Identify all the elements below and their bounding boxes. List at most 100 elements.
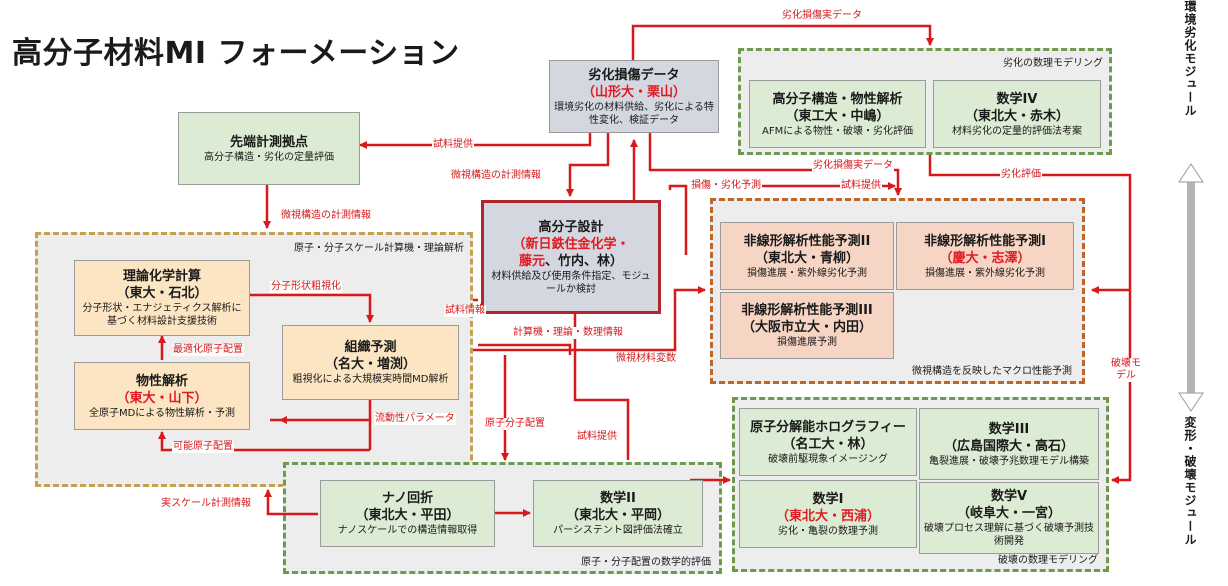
edge-sample-supply-2: 試料提供 <box>840 180 882 192</box>
nano-diffraction-box: ナノ回折 （東北大・平田） ナノスケールでの構造情報取得 <box>320 480 495 547</box>
deg-data-desc: 環境劣化の材料供給、劣化による特性変化、検証データ <box>554 101 714 126</box>
polymer-design-desc: 材料供給及び使用条件指定、モジュールか検討 <box>491 270 651 295</box>
page-title: 高分子材料MI フォーメーション <box>12 36 460 71</box>
polymer-design-title: 高分子設計 <box>538 219 604 235</box>
math4-org: （東北大・赤木） <box>964 108 1069 124</box>
edge-sample-supply-1: 試料提供 <box>432 139 474 151</box>
math1-desc: 劣化・亀裂の数理予測 <box>778 525 878 537</box>
nonlin2-org: （東北大・青柳） <box>754 250 859 266</box>
atomic-math-label: 原子・分子配置の数学的評価 <box>581 557 711 568</box>
math2-box: 数学II （東北大・平岡） パーシステント図評価法確立 <box>533 480 703 547</box>
edge-fracture-model: 破壊モデル <box>1106 358 1146 382</box>
property-org: （東大・山下） <box>116 390 208 406</box>
theory-chem-box: 理論化学計算 （東大・石北） 分子形状・エナジェティクス解析に基づく材料設計支援… <box>74 260 250 336</box>
macro-group-label: 微視構造を反映したマクロ性能予測 <box>912 366 1072 377</box>
edge-deg-eval: 劣化評価 <box>1000 169 1042 181</box>
edge-sample-supply-3: 試料提供 <box>576 431 618 443</box>
arrow-computing <box>478 343 572 355</box>
nonlin2-desc: 損傷進展・紫外線劣化予測 <box>747 267 867 279</box>
math1-box: 数学I （東北大・西浦） 劣化・亀裂の数理予測 <box>739 480 917 548</box>
nonlin1-title: 非線形解析性能予測I <box>924 233 1046 249</box>
nonlin2-title: 非線形解析性能予測II <box>743 233 871 249</box>
edge-molecular-cg: 分子形状粗視化 <box>270 281 342 293</box>
nonlin1-org: （慶大・志澤） <box>939 250 1031 266</box>
nonlin1-box: 非線形解析性能予測I （慶大・志澤） 損傷進展・紫外線劣化予測 <box>896 222 1074 290</box>
holography-box: 原子分解能ホログラフィー （名工大・林） 破壊前駆現象イメージング <box>739 408 917 476</box>
polymer-struct-desc: AFMによる物性・破壊・劣化評価 <box>762 125 913 137</box>
advanced-desc: 高分子構造・劣化の定量評価 <box>204 151 334 163</box>
edge-damage-pred: 損傷・劣化予測 <box>690 180 762 192</box>
polymer-design-org-rest: 、竹内、林） <box>545 253 624 269</box>
arrow-damage-pred-a <box>668 184 688 255</box>
edge-deg-real-data-top: 劣化損傷実データ <box>781 10 863 22</box>
polymer-design-box: 高分子設計 （新日鉄住金化学・ 藤元、竹内、林） 材料供給及び使用条件指定、モジ… <box>481 200 661 314</box>
arrow-sample-supply-3 <box>573 355 630 460</box>
nano-org: （東北大・平田） <box>355 508 460 523</box>
arrow-micro-measure-1 <box>566 133 610 197</box>
math3-org: （広島国際大・高石） <box>943 438 1074 454</box>
polymer-design-org-highlight: 藤元 <box>518 253 545 269</box>
math4-desc: 材料劣化の定量的評価法考案 <box>952 125 1082 137</box>
edge-atom-config: 原子分子配置 <box>484 418 546 430</box>
property-analysis-box: 物性解析 （東大・山下） 全原子MDによる物性解析・予測 <box>74 362 250 430</box>
edge-micro-params: 微視材料変数 <box>615 353 677 365</box>
side-label-top: 環境劣化モジュール <box>1183 0 1197 117</box>
fracture-modeling-label: 破壊の数理モデリング <box>998 555 1098 566</box>
arrow-deg-eval <box>928 155 1132 484</box>
structure-pred-org: （名大・増渕） <box>324 357 416 372</box>
nonlin1-desc: 損傷進展・紫外線劣化予測 <box>925 267 1045 279</box>
theory-chem-org: （東大・石北） <box>116 286 208 301</box>
polymer-design-org-line1: （新日鉄住金化学・ <box>512 236 630 252</box>
advanced-measurement-box: 先端計測拠点 高分子構造・劣化の定量評価 <box>178 112 360 185</box>
holography-desc: 破壊前駆現象イメージング <box>768 453 888 465</box>
edge-real-scale: 実スケール計測情報 <box>160 498 252 510</box>
side-double-arrow <box>1178 163 1204 412</box>
math1-org: （東北大・西浦） <box>775 508 880 524</box>
math5-box: 数学V （岐阜大・一宮） 破壊プロセス理解に基づく破壊予測技術開発 <box>919 482 1099 554</box>
math4-title: 数学IV <box>996 91 1038 107</box>
edge-computing: 計算機・理論・数理情報 <box>512 327 624 339</box>
edge-sample-info: 試料情報 <box>444 305 486 317</box>
arrow-sample-supply-1 <box>359 133 592 149</box>
side-label-bottom: 変形・破壊モジュール <box>1183 416 1197 546</box>
structure-pred-box: 組織予測 （名大・増渕） 粗視化による大規模実時間MD解析 <box>282 325 459 400</box>
holography-title: 原子分解能ホログラフィー <box>750 419 906 435</box>
nano-title: ナノ回折 <box>381 491 434 506</box>
property-title: 物性解析 <box>135 373 188 389</box>
nonlin3-desc: 損傷進展予測 <box>777 337 837 348</box>
edge-possible-config: 可能原子配置 <box>172 441 234 453</box>
math5-org: （岐阜大・一宮） <box>956 506 1061 521</box>
arrow-real-scale <box>264 489 318 516</box>
math3-title: 数学III <box>988 421 1030 437</box>
polymer-design-org-line2: 藤元、竹内、林） <box>519 253 623 270</box>
nonlin3-box: 非線形解析性能予測III （大阪市立大・内田） 損傷進展予測 <box>720 292 894 359</box>
math3-desc: 亀裂進展・破壊予兆数理モデル構築 <box>929 455 1089 467</box>
theory-chem-title: 理論化学計算 <box>122 269 201 284</box>
math1-title: 数学I <box>812 491 844 507</box>
property-desc: 全原子MDによる物性解析・予測 <box>88 407 236 419</box>
theory-chem-desc: 分子形状・エナジェティクス解析に基づく材料設計支援技術 <box>82 303 242 327</box>
arrow-molecular-cg <box>250 293 374 323</box>
arrow-deg-to-modeling <box>631 24 934 60</box>
degradation-modeling-label: 劣化の数理モデリング <box>1003 58 1103 69</box>
polymer-struct-title: 高分子構造・物性解析 <box>772 91 903 107</box>
holography-org: （名工大・林） <box>782 436 874 452</box>
edge-deg-real-data-mid: 劣化損傷実データ <box>812 160 894 172</box>
nonlin2-box: 非線形解析性能予測II （東北大・青柳） 損傷進展・紫外線劣化予測 <box>720 222 894 290</box>
math2-title: 数学II <box>600 491 636 506</box>
structure-pred-title: 組織予測 <box>344 340 397 355</box>
edge-optimal-config: 最適化原子配置 <box>172 344 244 356</box>
polymer-struct-box: 高分子構造・物性解析 （東工大・中嶋） AFMによる物性・破壊・劣化評価 <box>749 80 926 148</box>
math2-org: （東北大・平岡） <box>565 508 670 523</box>
nano-desc: ナノスケールでの構造情報取得 <box>337 525 478 536</box>
degradation-data-box: 劣化損傷データ （山形大・栗山） 環境劣化の材料供給、劣化による特性変化、検証デ… <box>549 60 719 133</box>
math3-box: 数学III （広島国際大・高石） 亀裂進展・破壊予兆数理モデル構築 <box>919 408 1099 480</box>
deg-data-org: （山形大・栗山） <box>581 84 686 100</box>
math5-desc: 破壊プロセス理解に基づく破壊予測技術開発 <box>924 523 1094 547</box>
deg-data-title: 劣化損傷データ <box>588 67 680 83</box>
math2-desc: パーシステント図評価法確立 <box>553 525 683 536</box>
arrow-possible-config <box>158 431 370 452</box>
edge-micro-measure-2: 微視構造の計測情報 <box>280 210 372 222</box>
polymer-struct-org: （東工大・中嶋） <box>785 108 890 124</box>
